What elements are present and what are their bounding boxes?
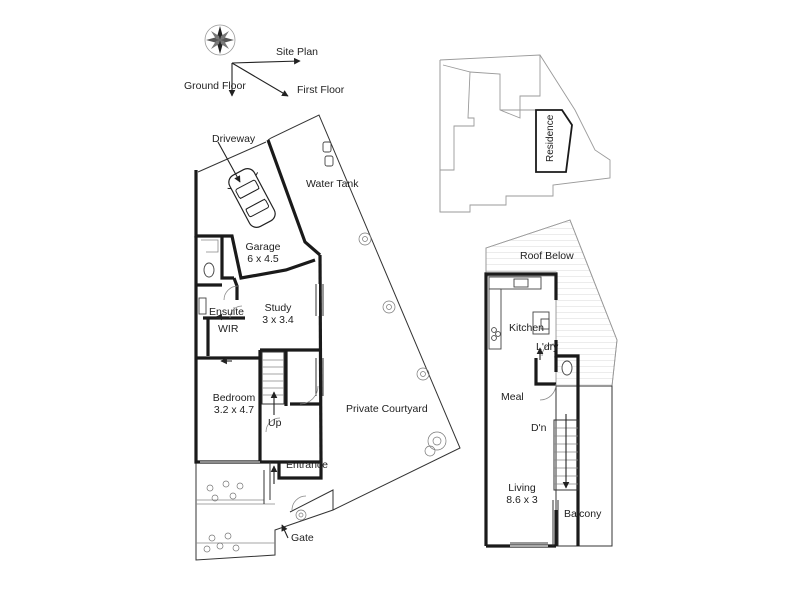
ground-floor-plan: Driveway Water Tank Garage 6 x 4.5 Study…	[194, 114, 461, 561]
gate-label: Gate	[291, 532, 314, 544]
stair-icon	[553, 414, 579, 491]
balcony-label: Balcony	[564, 508, 602, 520]
down-label: D'n	[531, 422, 547, 434]
toilet-icon	[561, 360, 573, 376]
bedroom-label: Bedroom	[213, 392, 256, 404]
site-plan: Residence	[439, 54, 611, 213]
car-icon	[227, 168, 276, 228]
driveway-label: Driveway	[212, 133, 256, 145]
wir-label: WIR	[218, 323, 239, 335]
garage-size: 6 x 4.5	[247, 253, 279, 265]
private-courtyard-label: Private Courtyard	[346, 403, 428, 415]
residence-label: Residence	[545, 114, 556, 162]
residence-footprint	[535, 109, 573, 173]
legend-site-plan: Site Plan	[276, 46, 318, 58]
laundry-label: L'dry	[536, 341, 559, 353]
toilet-icon	[203, 262, 215, 278]
legend-first-floor: First Floor	[297, 84, 345, 96]
bedroom-size: 3.2 x 4.7	[214, 404, 254, 416]
up-label: Up	[268, 417, 282, 429]
living-label: Living	[508, 482, 536, 494]
meal-label: Meal	[501, 391, 524, 403]
roof-below-label: Roof Below	[520, 250, 574, 262]
living-size: 8.6 x 3	[506, 494, 538, 506]
water-tank-label: Water Tank	[306, 178, 359, 190]
view-legend: Site Plan Ground Floor First Floor	[184, 46, 345, 97]
first-floor-plan: Roof Below Kitchen L'dry Meal D'n Living…	[484, 219, 618, 548]
plant-icons	[203, 232, 447, 553]
vanity-icon	[198, 297, 207, 315]
garage-label: Garage	[245, 241, 280, 253]
study-size: 3 x 3.4	[262, 314, 294, 326]
ensuite-label: Ensuite	[209, 306, 244, 318]
compass-rose-icon	[204, 24, 236, 56]
legend-ground-floor: Ground Floor	[184, 80, 246, 92]
kitchen-label: Kitchen	[509, 322, 544, 334]
water-tank-icon	[322, 141, 334, 167]
study-label: Study	[265, 302, 293, 314]
entrance-label: Entrance	[286, 459, 328, 471]
stair-icon	[261, 351, 285, 415]
